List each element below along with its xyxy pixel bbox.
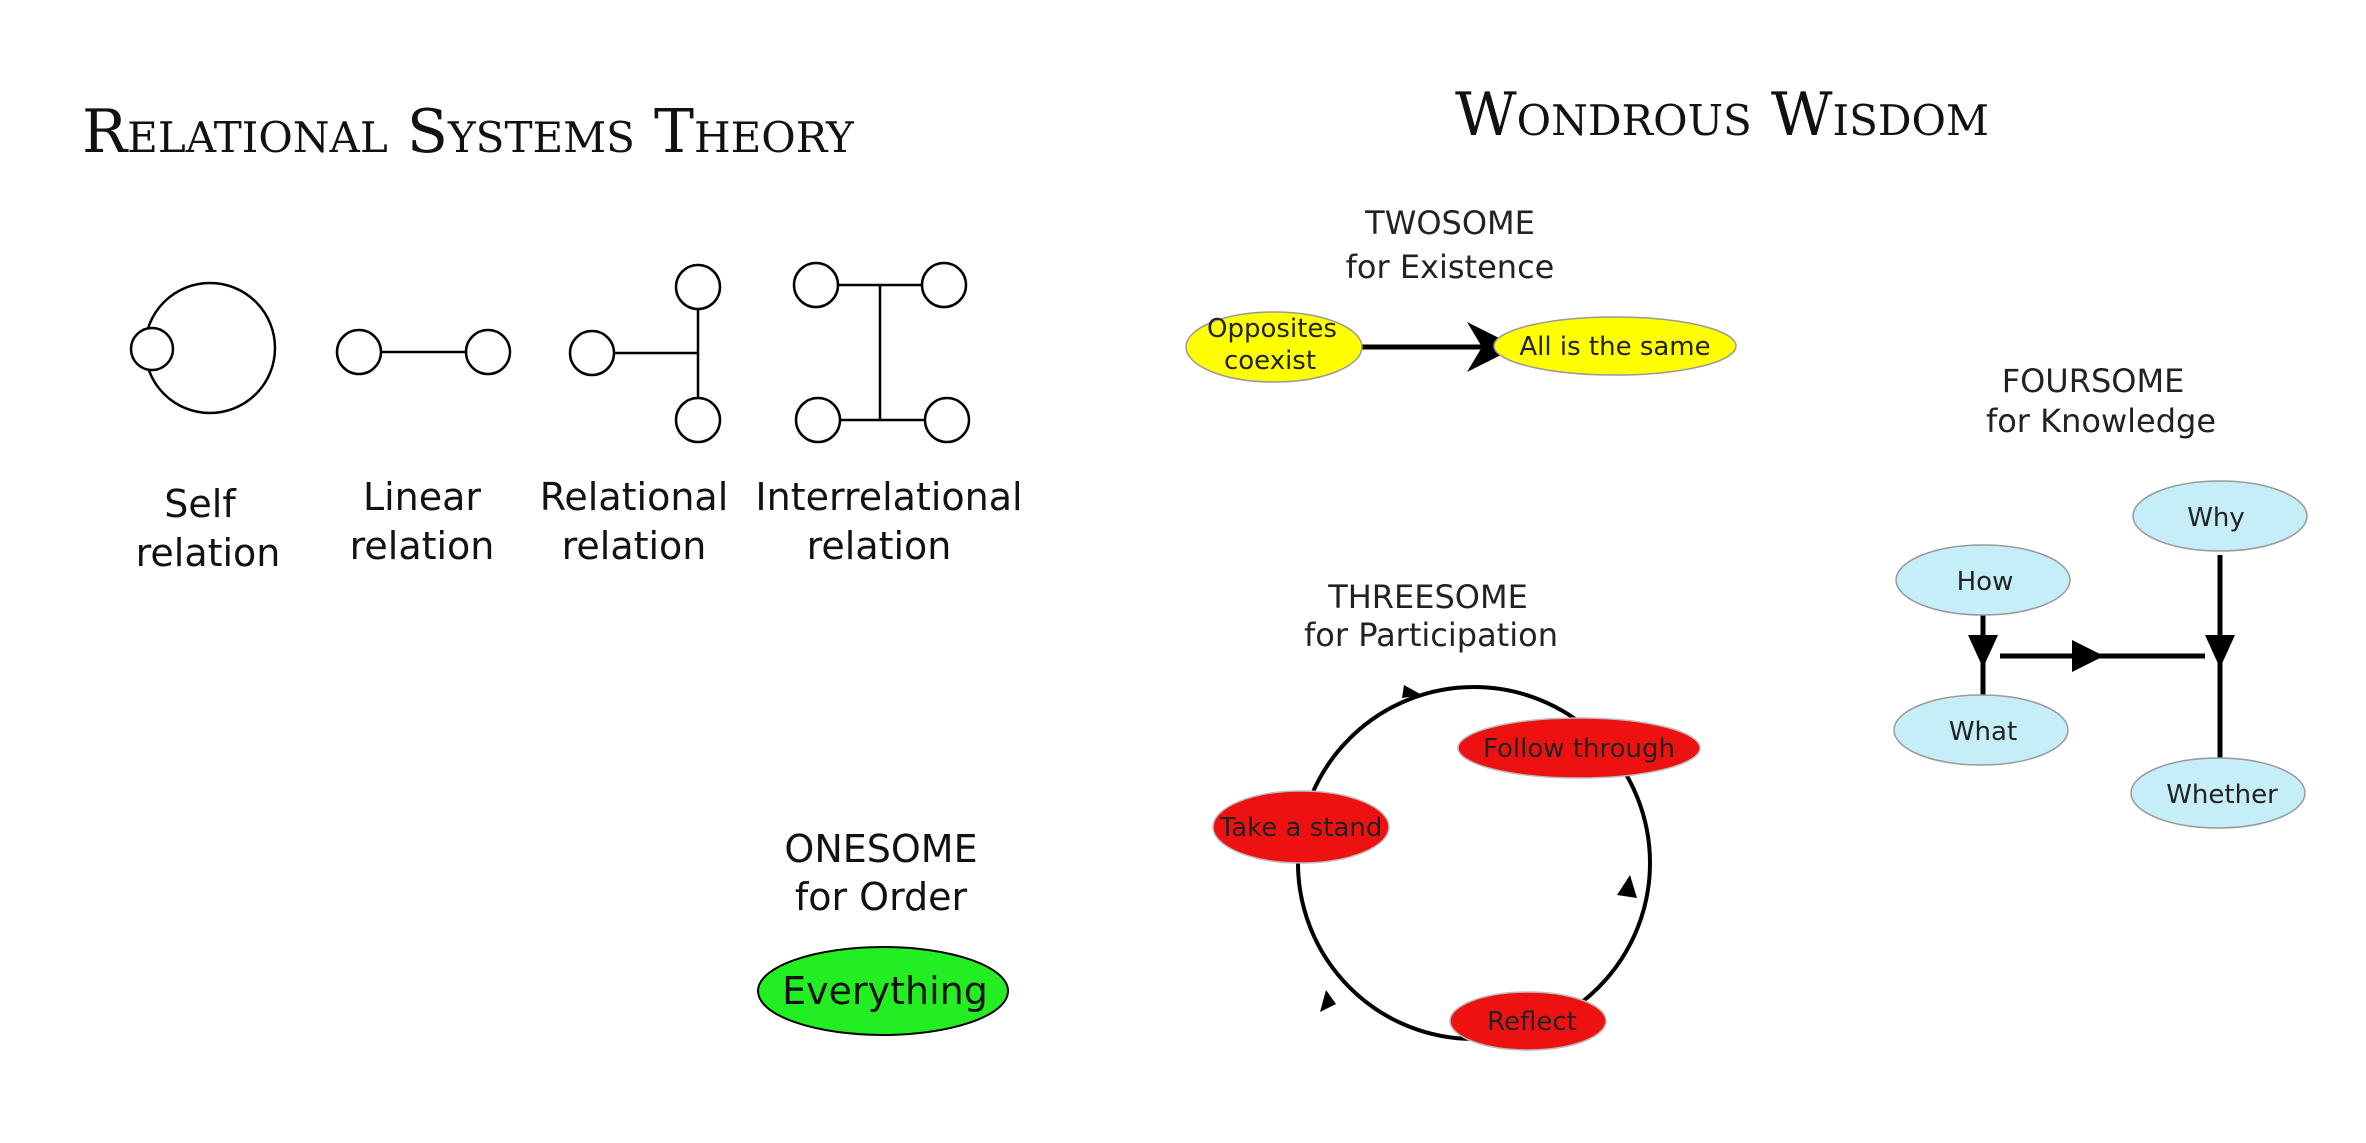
opposites-coexist-label-1: Opposites [1207,314,1337,344]
onesome-group: ONESOME for Order Everything [757,827,1009,1036]
everything-node [757,946,1009,1036]
how-what-arrowhead [1968,635,1998,668]
foursome-label-1: FOURSOME [2002,362,2185,400]
whether-node [2130,757,2306,829]
horizontal-arrowhead [2072,640,2104,672]
how-node [1895,544,2071,616]
follow-through-node [1457,717,1701,779]
take-a-stand-node [1212,790,1390,864]
all-is-the-same-label: All is the same [1519,332,1710,362]
how-label: How [1957,567,2014,597]
onesome-label-1: ONESOME [784,827,977,871]
linear-relation-label-2: relation [350,524,495,568]
twosome-group: TWOSOME for Existence Opposites coexist … [1185,204,1737,383]
onesome-label-2: for Order [795,875,968,919]
interrelational-relation-glyph [792,261,971,444]
take-a-stand-label: Take a stand [1219,813,1383,843]
why-node [2132,480,2308,552]
foursome-label-2: for Knowledge [1986,402,2216,440]
relational-relation-label-1: Relational [540,475,729,519]
relation-glyphs [129,261,971,444]
reflect-label: Reflect [1487,1007,1577,1037]
threesome-group: THREESOME for Participation Follow throu… [1212,578,1701,1051]
threesome-label-1: THREESOME [1327,578,1528,616]
cycle-arrow-right [1617,875,1637,898]
twosome-label-1: TWOSOME [1364,204,1535,242]
opposites-coexist-label-2: coexist [1224,346,1316,376]
interrelational-relation-label-2: relation [807,524,952,568]
relational-relation-label-2: relation [562,524,707,568]
left-title: Relational Systems Theory [82,97,855,167]
cycle-arrow-top [1402,685,1422,698]
why-label: Why [2187,503,2245,533]
what-node [1893,694,2069,766]
everything-node-label: Everything [782,969,988,1013]
all-is-the-same-node [1493,316,1737,376]
threesome-label-2: for Participation [1304,616,1558,654]
reflect-node [1449,991,1607,1051]
twosome-label-2: for Existence [1346,248,1555,286]
self-relation-label-2: relation [136,531,281,575]
foursome-group: FOURSOME for Knowledge Why How What Whet… [1893,362,2308,829]
relational-relation-glyph [568,263,722,444]
right-title: Wondrous Wisdom [1455,80,1989,150]
why-whether-arrowhead [2205,635,2235,668]
what-label: What [1949,717,2017,747]
linear-relation-glyph [335,328,512,376]
interrelational-relation-label-1: Interrelational [755,475,1022,519]
whether-label: Whether [2166,780,2278,810]
self-relation-glyph [129,281,277,415]
self-relation-label-1: Self [164,482,237,526]
opposites-coexist-node [1185,311,1363,383]
cycle-arrow-bottom [1320,990,1336,1012]
follow-through-label: Follow through [1483,734,1675,764]
linear-relation-label-1: Linear [363,475,481,519]
